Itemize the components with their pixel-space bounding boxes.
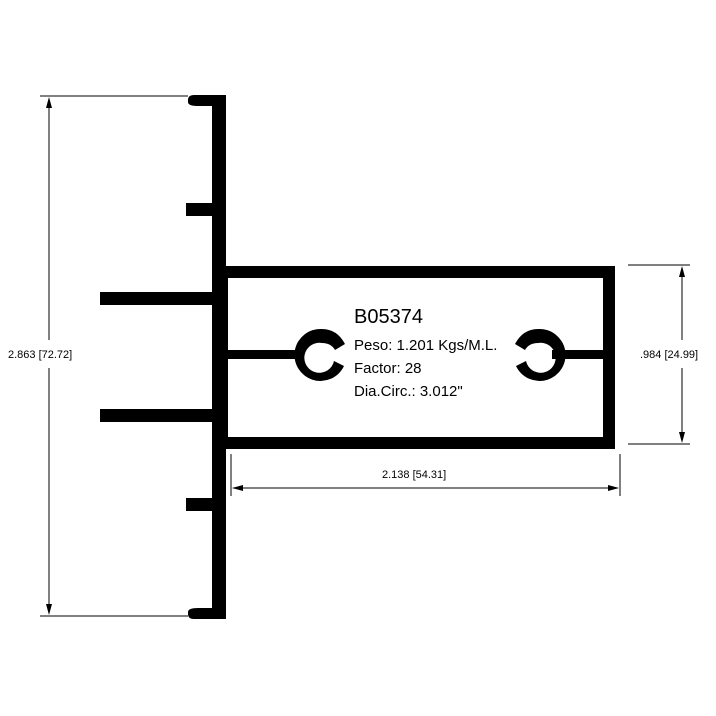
- dimension-overall-height: 2.863 [72.72]: [8, 95, 188, 617]
- screw-boss-left: [294, 328, 345, 381]
- dimension-box-height: .984 [24.99]: [628, 264, 698, 445]
- part-factor: Factor: 28: [354, 360, 422, 377]
- left-web: [226, 350, 300, 359]
- dimension-box-width: 2.138 [54.31]: [230, 454, 621, 496]
- part-circle-diameter: Dia.Circ.: 3.012": [354, 383, 463, 400]
- short-fin-lower: [186, 498, 216, 511]
- part-info: B05374 Peso: 1.201 Kgs/M.L. Factor: 28 D…: [354, 306, 497, 400]
- extrusion-profile: [100, 95, 615, 619]
- bottom-hook: [188, 608, 218, 619]
- short-fin-upper: [186, 203, 216, 216]
- box-height-label: .984 [24.99]: [640, 349, 698, 361]
- long-fin-lower: [100, 409, 216, 422]
- top-hook: [188, 95, 218, 106]
- long-fin-upper: [100, 292, 216, 305]
- box-width-label: 2.138 [54.31]: [382, 469, 446, 481]
- part-weight: Peso: 1.201 Kgs/M.L.: [354, 337, 497, 354]
- screw-boss-right: [515, 328, 566, 381]
- overall-height-label: 2.863 [72.72]: [8, 349, 72, 361]
- part-code: B05374: [354, 306, 423, 328]
- right-web: [552, 350, 604, 359]
